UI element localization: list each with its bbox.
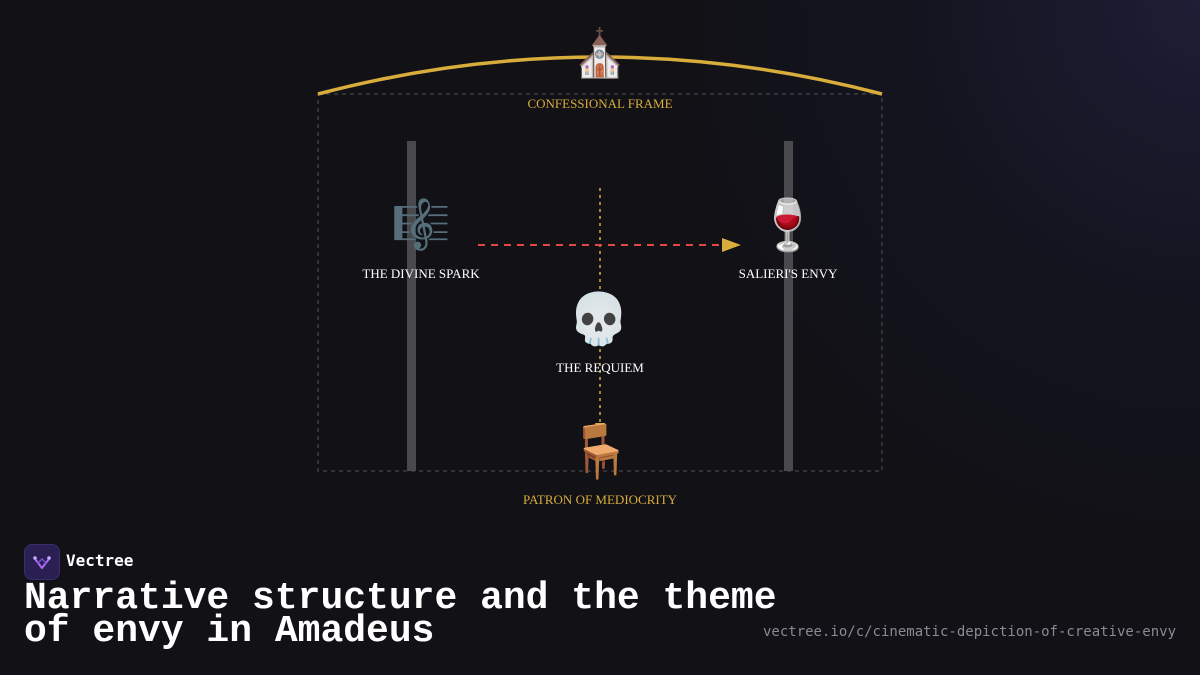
right-pillar: [784, 141, 793, 471]
left-pillar: [407, 141, 416, 471]
chair-icon: 🪑: [567, 422, 633, 482]
patron-label: PATRON OF MEDIOCRITY: [522, 492, 678, 507]
wine-glass-icon: 🍷: [756, 196, 820, 254]
source-url[interactable]: vectree.io/c/cinematic-depiction-of-crea…: [762, 624, 1176, 640]
requiem-label: THE REQUIEM: [556, 360, 644, 375]
divine-spark-label: THE DIVINE SPARK: [362, 266, 480, 281]
vectree-logo: [24, 544, 60, 580]
background-glow: [700, 0, 1200, 520]
church-icon: ⛪: [571, 26, 629, 80]
confessional-frame-label: CONFESSIONAL FRAME: [527, 96, 673, 111]
spark-to-envy-arrowhead: [722, 238, 741, 252]
vectree-logo-icon: [33, 556, 51, 569]
salieri-envy-label: SALIERI'S ENVY: [738, 266, 838, 281]
brand-name: Vectree: [66, 551, 134, 570]
skull-icon: 💀: [567, 290, 631, 348]
confessional-frame-box: [317, 93, 883, 472]
confessional-arch: [317, 55, 883, 96]
music-score-icon: 🎼: [391, 197, 451, 253]
page-title: Narrative structure and the theme of env…: [24, 577, 777, 653]
